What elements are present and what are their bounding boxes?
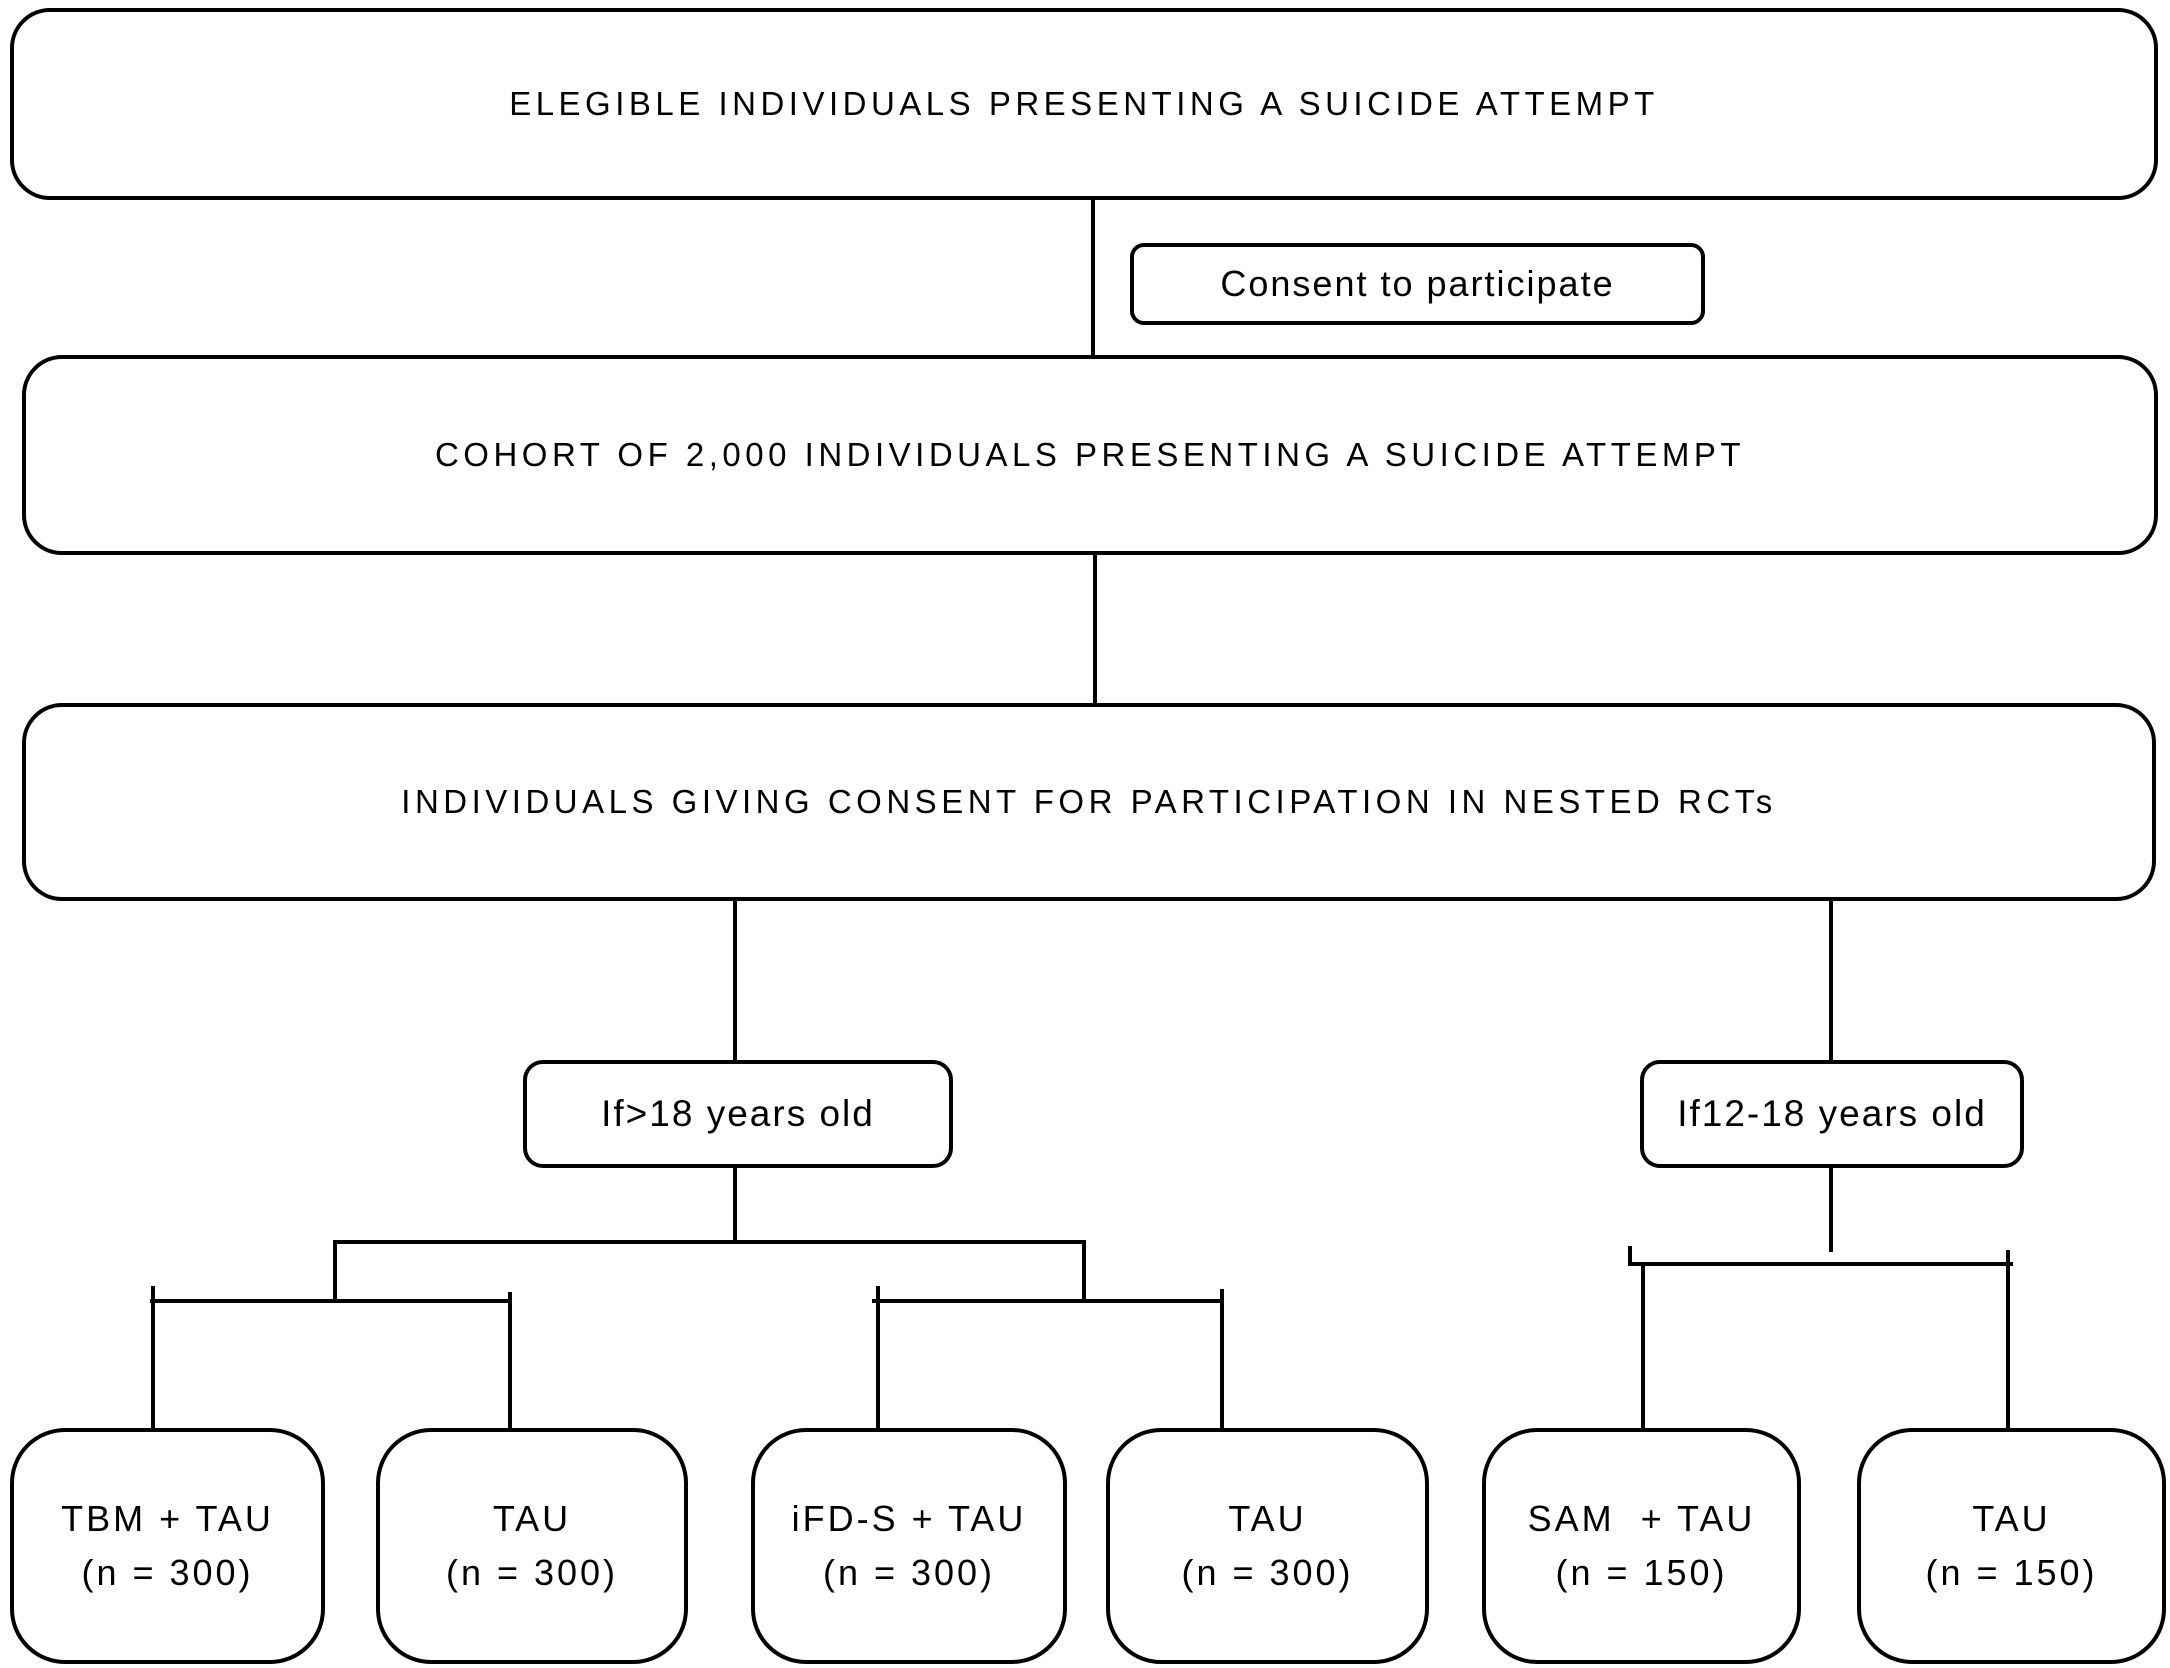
connector-nested-to-adolescent-branch [1829,899,1833,1062]
arm-treatment-label: TAU [1228,1498,1307,1539]
connector-arm-tau3-drop [2006,1250,2010,1430]
connector-adult-pair2-bar [872,1299,1224,1303]
branch-adolescent-label: If12-18 years old [1677,1093,1987,1134]
connector-cohort-to-nested [1093,553,1097,705]
arm-sample-size-label: (n = 300) [81,1552,254,1593]
arm-sample-size-label: (n = 300) [1181,1552,1354,1593]
node-cohort-box: COHORT OF 2,000 INDIVIDUALS PRESENTING A… [22,355,2158,555]
connector-adolescent-branch-drop [1829,1166,1833,1252]
node-arm-sam-tau: SAM + TAU (n = 150) [1482,1428,1801,1664]
connector-adolescent-pair-bar [1628,1262,2013,1266]
arm-sample-size-label: (n = 150) [1925,1552,2098,1593]
node-arm-tau-adolescent: TAU (n = 150) [1857,1428,2166,1664]
connector-eligible-to-cohort [1091,198,1095,358]
connector-arm-ifds-drop [876,1286,880,1430]
node-nested-box: INDIVIDUALS GIVING CONSENT FOR PARTICIPA… [22,703,2156,901]
node-eligible-label: ELEGIBLE INDIVIDUALS PRESENTING A SUICID… [509,85,1659,122]
connector-arm-sam-drop [1641,1262,1645,1430]
node-eligible-box: ELEGIBLE INDIVIDUALS PRESENTING A SUICID… [10,8,2158,200]
arm-sample-size-label: (n = 300) [822,1552,996,1593]
connector-arm-tbm-drop [151,1286,155,1430]
branch-adult-box: If>18 years old [523,1060,953,1168]
arm-treatment-label: TAU [492,1498,572,1539]
connector-adult-branch-drop [733,1166,737,1244]
consent-note-box: Consent to participate [1130,243,1705,325]
arm-treatment-label: iFD-S + TAU [791,1498,1027,1539]
connector-adult-left-drop [333,1240,337,1303]
node-arm-tau-adult2: TAU (n = 300) [1106,1428,1429,1664]
arm-sample-size-label: (n = 300) [445,1552,619,1593]
connector-arm-tau2-drop [1220,1289,1224,1430]
connector-adult-split-bar [333,1240,1086,1244]
node-arm-ifds-tau: iFD-S + TAU (n = 300) [751,1428,1067,1664]
node-arm-tbm-tau: TBM + TAU (n = 300) [10,1428,325,1664]
connector-adolescent-bar-tick [1628,1246,1632,1262]
node-nested-label: INDIVIDUALS GIVING CONSENT FOR PARTICIPA… [401,783,1777,820]
node-arm-tau-adult1: TAU (n = 300) [376,1428,688,1664]
branch-adolescent-box: If12-18 years old [1640,1060,2024,1168]
connector-nested-to-adult-branch [733,899,737,1062]
arm-treatment-label: TAU [1972,1498,2051,1539]
connector-arm-tau1-drop [508,1292,512,1430]
connector-adult-right-drop [1082,1240,1086,1303]
arm-sample-size-label: (n = 150) [1555,1552,1728,1593]
branch-adult-label: If>18 years old [601,1093,875,1134]
arm-treatment-label: TBM + TAU [61,1498,274,1539]
consent-note-label: Consent to participate [1220,263,1615,304]
arm-treatment-label: SAM + TAU [1527,1498,1756,1539]
connector-adult-pair1-bar [150,1299,512,1303]
node-cohort-label: COHORT OF 2,000 INDIVIDUALS PRESENTING A… [434,436,1746,473]
